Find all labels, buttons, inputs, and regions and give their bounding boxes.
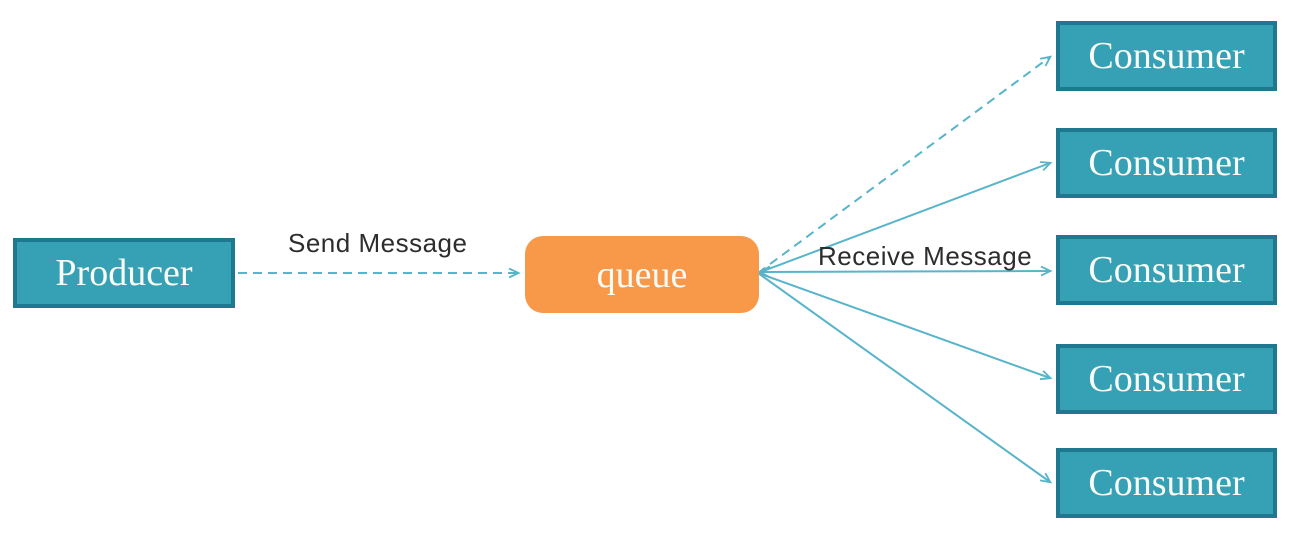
queue-to-consumer-4-arrow [757,272,1050,378]
producer-label: Producer [55,252,193,294]
queue-to-consumer-2-arrow [757,163,1050,274]
queue-to-consumer-1-arrow [757,57,1050,274]
producer-node: Producer [13,238,235,308]
consumer-node-1: Consumer [1056,21,1277,91]
receive-message-arrow [759,271,1050,272]
consumer-label: Consumer [1088,35,1245,77]
consumer-node-3: Consumer [1056,235,1277,305]
consumer-node-4: Consumer [1056,344,1277,414]
consumer-label: Consumer [1088,142,1245,184]
send-message-label: Send Message [288,228,468,258]
consumer-label: Consumer [1088,249,1245,291]
consumer-label: Consumer [1088,462,1245,504]
queue-node: queue [525,236,759,313]
queue-label: queue [596,253,688,296]
consumer-node-5: Consumer [1056,448,1277,518]
receive-message-label: Receive Message [818,241,1033,271]
consumer-node-2: Consumer [1056,128,1277,198]
queue-to-consumer-5-arrow [757,272,1050,482]
consumer-label: Consumer [1088,358,1245,400]
